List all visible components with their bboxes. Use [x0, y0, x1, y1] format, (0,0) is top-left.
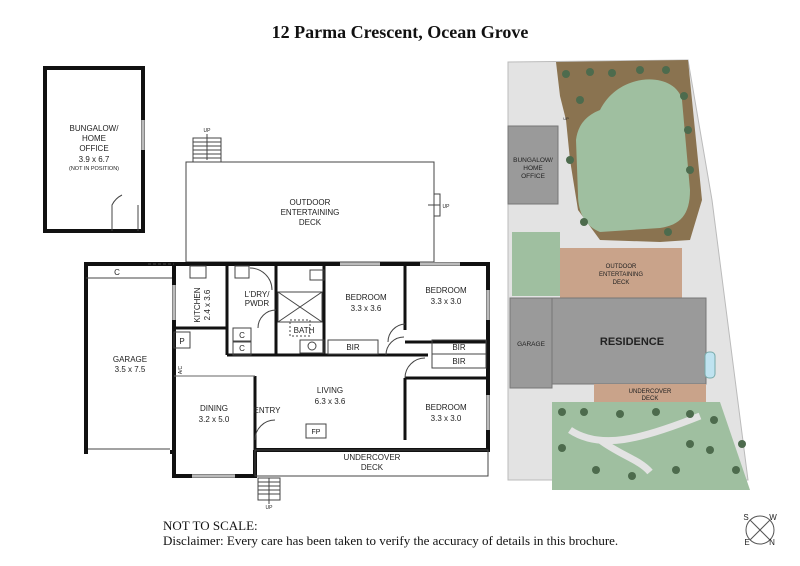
shrubs [558, 66, 746, 480]
garage-label: GARAGE [113, 355, 147, 364]
site-plan [507, 59, 750, 490]
p-box [173, 331, 191, 349]
house-outer-wall [172, 262, 490, 478]
p-label: P [179, 337, 184, 346]
site-bungalow [507, 125, 559, 205]
site-garage [509, 297, 553, 389]
undercover-label-1: UNDERCOVER [344, 453, 401, 462]
dining-label: DINING [200, 404, 228, 413]
bungalow-label-1: BUNGALOW/ [70, 124, 120, 133]
site-residence [551, 297, 707, 385]
page-title: 12 Parma Crescent, Ocean Grove [271, 22, 529, 42]
kitchen-label: KITCHEN [193, 287, 202, 322]
compass-n: N [769, 538, 775, 547]
deck-steps-right [428, 193, 441, 217]
laundry-label-1: L'DRY/ [245, 290, 271, 299]
bath-label: BATH [294, 326, 315, 335]
bir-box-3 [431, 353, 487, 369]
bungalow-door [111, 194, 139, 231]
site-undercover-deck [594, 384, 706, 402]
fp-label: FP [312, 429, 321, 436]
deck-up-bottom: UP [266, 505, 274, 511]
lawn-back [576, 79, 690, 233]
site-deck-label-2: ENTERTAINING [599, 272, 643, 278]
deck-label-1: OUTDOOR [290, 198, 331, 207]
garage-size: 3.5 x 7.5 [115, 365, 146, 374]
living-label: LIVING [317, 386, 343, 395]
stair-void [277, 291, 323, 337]
site-pool [704, 351, 716, 379]
dining-size: 3.2 x 5.0 [199, 415, 230, 424]
c-box-kitchen-1 [232, 327, 252, 343]
bir-label-1: BIR [346, 343, 360, 352]
not-to-scale-note: NOT TO SCALE: [163, 518, 258, 533]
site-undercover-label-1: UNDERCOVER [629, 389, 672, 395]
site-deck-label-1: OUTDOOR [606, 264, 637, 270]
deck-label-2: ENTERTAINING [281, 208, 340, 217]
bedroom3-label: BEDROOM [425, 403, 467, 412]
site-undercover-label-2: DECK [642, 396, 659, 402]
bungalow-size: 3.9 x 6.7 [79, 155, 110, 164]
bedroom2-label: BEDROOM [425, 286, 467, 295]
deck-steps-top [192, 134, 222, 163]
site-bungalow-label-2: HOME [523, 165, 543, 172]
ac-label: A/C [178, 365, 184, 374]
bir-label-3: BIR [452, 357, 466, 366]
bungalow-note: (NOT IN POSITION) [69, 166, 119, 172]
floor-plan-labels: BUNGALOW/ HOME OFFICE 3.9 x 6.7 (NOT IN … [69, 124, 467, 511]
site-bungalow-label-1: BUNGALOW/ [513, 157, 553, 164]
bedroom1-size: 3.3 x 3.6 [351, 304, 382, 313]
site-garage-label: GARAGE [517, 341, 545, 348]
floor-plan [43, 66, 490, 504]
compass-w: W [769, 513, 777, 522]
undercover-label-2: DECK [361, 463, 384, 472]
undercover-deck-outline [254, 449, 489, 477]
entry-label: ENTRY [254, 406, 282, 415]
compass-e: E [744, 538, 749, 547]
deck-steps-bottom [257, 477, 281, 504]
site-residence-label: RESIDENCE [600, 336, 664, 348]
fireplace-box [305, 423, 327, 439]
deck-up-top: UP [204, 128, 212, 134]
bungalow-label-2: HOME [82, 134, 106, 143]
bedroom2-size: 3.3 x 3.0 [431, 297, 462, 306]
garage-c-label: C [114, 268, 120, 277]
bir-label-2: BIR [452, 343, 466, 352]
lawn-side [512, 232, 560, 296]
bedroom1-label: BEDROOM [345, 293, 387, 302]
bir-box-1 [327, 339, 379, 355]
kitchen-size: 2.4 x 3.6 [203, 289, 212, 320]
site-bungalow-label-3: OFFICE [521, 173, 545, 180]
laundry-label-2: PWDR [245, 299, 270, 308]
windows [172, 262, 490, 478]
compass-icon: S W E N [743, 513, 777, 547]
compass-s: S [743, 513, 748, 522]
c-box-kitchen-2 [232, 340, 252, 356]
c-label-2: C [239, 344, 245, 353]
door-swings [249, 267, 426, 441]
site-deck-label-3: DECK [613, 280, 630, 286]
deck-up-right: UP [443, 204, 451, 210]
site-plan-labels: BUNGALOW/ HOME OFFICE OUTDOOR ENTERTAINI… [513, 116, 672, 402]
bath-vanity [299, 339, 325, 354]
disclaimer-note: Disclaimer: Every care has been taken to… [163, 533, 619, 548]
front-path [568, 412, 702, 445]
lawn-front [552, 402, 750, 490]
living-size: 6.3 x 3.6 [315, 397, 346, 406]
site-up-label: UP [563, 116, 569, 121]
site-outdoor-deck [560, 248, 682, 298]
bungalow-label-3: OFFICE [79, 144, 108, 153]
c-label-1: C [239, 331, 245, 340]
bedroom3-size: 3.3 x 3.0 [431, 414, 462, 423]
deck-label-3: DECK [299, 218, 322, 227]
